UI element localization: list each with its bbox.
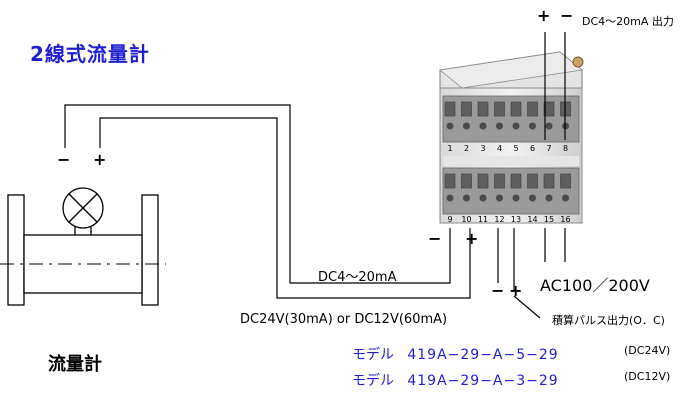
terminal-number: 4 bbox=[496, 144, 503, 153]
terminal-screw-icon bbox=[496, 194, 503, 202]
terminal-screw-icon bbox=[545, 122, 553, 130]
terminal-screw-icon bbox=[496, 122, 503, 130]
terminal-slot bbox=[527, 173, 538, 189]
terminal-slot bbox=[510, 101, 522, 117]
terminal-number: 1 bbox=[447, 144, 453, 153]
terminal-slot bbox=[461, 101, 472, 117]
terminal-slot bbox=[543, 101, 555, 117]
diagram-title: 2線式流量計 bbox=[30, 42, 150, 66]
terminal-screw-icon bbox=[529, 122, 536, 130]
model-voltage: (DC12V) bbox=[624, 370, 671, 383]
flow-meter-drawing bbox=[0, 187, 166, 306]
wires bbox=[64, 32, 566, 319]
pulse-plus-sign: + bbox=[509, 281, 523, 300]
power-supply-label: DC24V(30mA) or DC12V(60mA) bbox=[240, 312, 448, 327]
output-label: DC4～20mA 出力 bbox=[582, 15, 674, 28]
terminal-slot bbox=[461, 173, 472, 189]
terminal-slot bbox=[527, 101, 538, 117]
terminal-number: 6 bbox=[529, 144, 536, 153]
terminal-slot bbox=[477, 101, 489, 117]
screw-icon bbox=[572, 56, 584, 68]
converter-unit bbox=[439, 51, 584, 224]
wire-loop-minus bbox=[64, 104, 451, 284]
model-row-2: モデル 419A−29−A−3−29 (DC12V) bbox=[352, 370, 692, 390]
input-minus-sign: − bbox=[428, 229, 442, 248]
terminal-screw-icon bbox=[512, 194, 520, 202]
terminal-screw-icon bbox=[479, 194, 487, 202]
model-voltage: (DC24V) bbox=[624, 344, 671, 357]
terminal-number: 8 bbox=[562, 144, 569, 153]
model-code: 419A−29−A−5−29 bbox=[407, 347, 559, 363]
model-code: 419A−29−A−3−29 bbox=[407, 373, 559, 389]
loop-current-label: DC4～20mA bbox=[318, 270, 397, 285]
output-minus-sign: − bbox=[560, 6, 574, 25]
meter-minus-sign: − bbox=[57, 150, 71, 169]
terminal-number: 13 bbox=[510, 215, 522, 224]
terminal-screw-icon bbox=[463, 194, 470, 202]
terminal-slot bbox=[543, 173, 555, 189]
left-flange bbox=[7, 194, 25, 306]
terminal-number: 12 bbox=[494, 215, 505, 224]
terminal-slot bbox=[494, 173, 505, 189]
terminal-screw-icon bbox=[512, 122, 520, 130]
meter-plus-sign: + bbox=[93, 150, 107, 169]
terminal-number: 7 bbox=[546, 144, 552, 153]
terminal-number: 3 bbox=[480, 144, 486, 153]
flow-meter-label: 流量計 bbox=[48, 354, 102, 375]
ac-supply-label: AC100／200V bbox=[540, 276, 650, 295]
terminal-screw-icon bbox=[529, 194, 536, 202]
terminal-slot bbox=[510, 173, 522, 189]
output-plus-sign: + bbox=[537, 6, 551, 25]
input-plus-sign: + bbox=[465, 229, 479, 248]
terminal-number: 16 bbox=[560, 215, 571, 224]
pulse-minus-sign: − bbox=[491, 281, 505, 300]
terminal-screw-icon bbox=[446, 122, 454, 130]
right-flange bbox=[141, 194, 159, 306]
terminal-slot bbox=[477, 173, 489, 189]
terminal-slot bbox=[494, 101, 505, 117]
pulse-output-label: 積算パルス出力(O．C) bbox=[552, 314, 665, 327]
terminal-slot bbox=[444, 101, 456, 117]
pulse-leader-line bbox=[513, 295, 541, 319]
terminal-number: 2 bbox=[463, 144, 470, 153]
model-row-1: モデル 419A−29−A−5−29 (DC24V) bbox=[352, 344, 692, 364]
terminal-screw-icon bbox=[479, 122, 487, 130]
terminal-slot bbox=[560, 173, 571, 189]
terminal-screw-icon bbox=[562, 194, 569, 202]
terminal-slot bbox=[444, 173, 456, 189]
terminal-number: 14 bbox=[527, 215, 538, 224]
model-prefix: モデル bbox=[352, 373, 394, 389]
terminal-screw-icon bbox=[463, 122, 470, 130]
terminal-number: 15 bbox=[543, 215, 555, 224]
terminal-number: 10 bbox=[461, 215, 472, 224]
terminal-number: 9 bbox=[447, 215, 453, 224]
model-prefix: モデル bbox=[352, 347, 394, 363]
terminal-screw-icon bbox=[545, 194, 553, 202]
terminal-number: 11 bbox=[477, 215, 489, 224]
terminal-screw-icon bbox=[446, 194, 454, 202]
wire-loop-plus bbox=[99, 117, 471, 299]
terminal-number: 5 bbox=[513, 144, 519, 153]
